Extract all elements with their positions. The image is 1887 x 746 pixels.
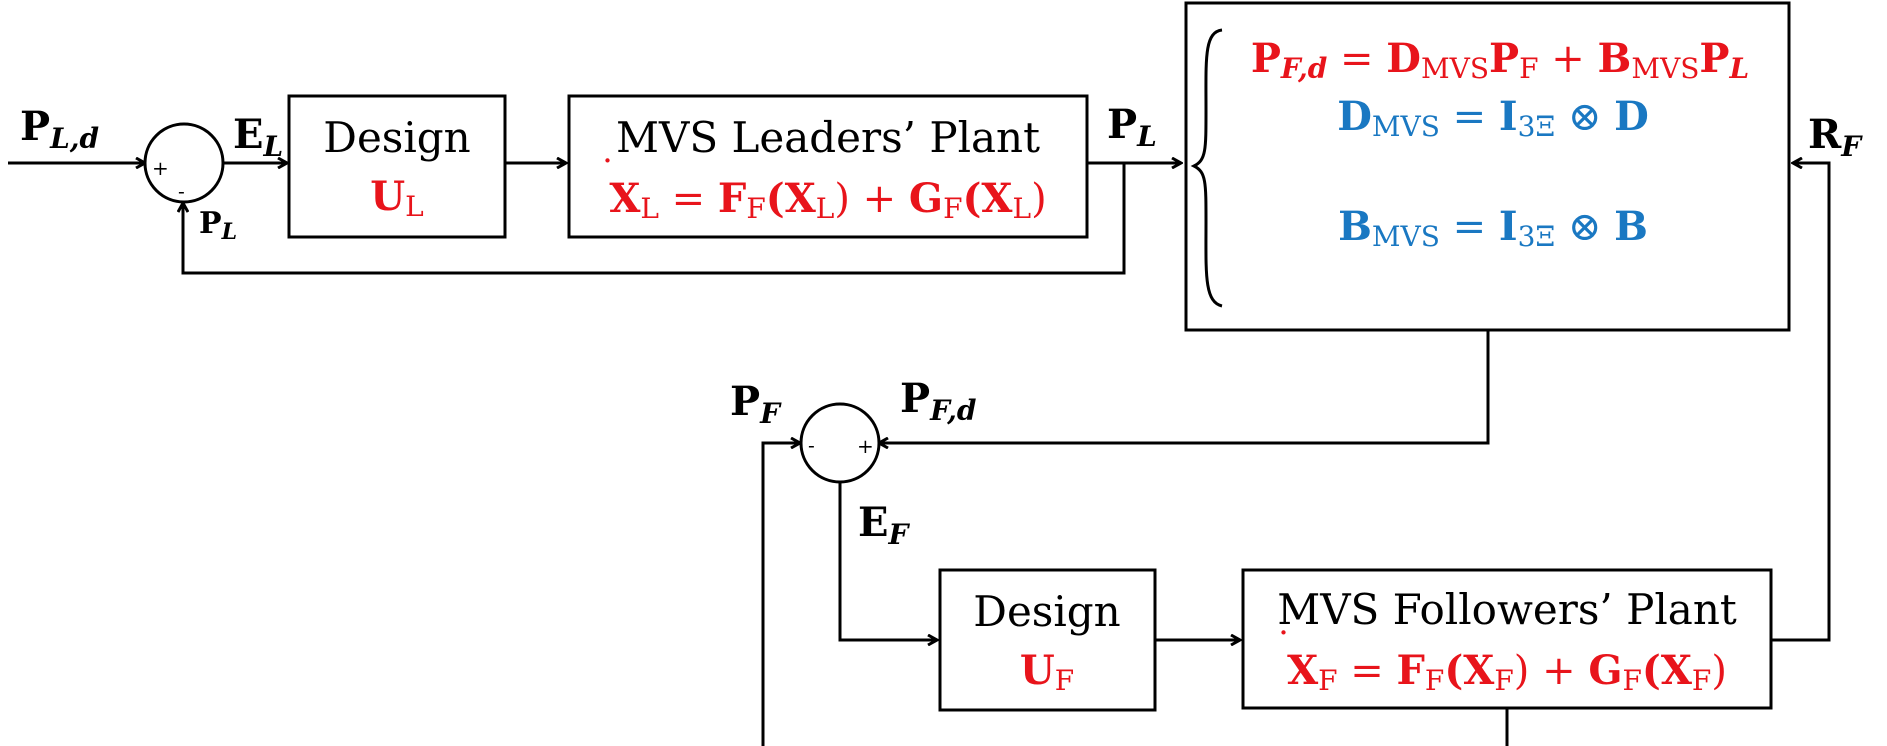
follower-sum-junction xyxy=(799,402,881,484)
leader-design-block xyxy=(287,94,507,239)
leader-sum-junction xyxy=(143,122,225,204)
follower-sum-plus: + xyxy=(857,434,874,458)
follower-feedback-label: PF xyxy=(730,378,782,430)
transform-equation-line-2: DMVS = I3Ξ ⊗ D xyxy=(1337,93,1649,143)
leader-plant-title: MVS Leaders’ Plant xyxy=(616,113,1040,162)
transform-to-follower-sum-wire xyxy=(879,330,1490,443)
follower-output-label: RF xyxy=(1808,111,1863,163)
leader-error-label: EL xyxy=(233,111,283,163)
follower-plant-title: MVS Followers’ Plant xyxy=(1277,585,1737,634)
follower-control-label: UF xyxy=(1020,647,1074,697)
follower-output-wire xyxy=(1771,163,1831,642)
leader-sum-plus: + xyxy=(152,156,169,180)
leader-plant-equation: XL = FF(XL) + GF(XL) xyxy=(609,175,1046,225)
leader-output-label: PL xyxy=(1107,101,1157,153)
transform-equation-line-3: BMVS = I3Ξ ⊗ B xyxy=(1338,203,1648,253)
follower-error-wire xyxy=(838,482,937,640)
leader-state-dot: ˙ xyxy=(600,155,615,190)
leader-ref-label: PL,d xyxy=(20,103,99,155)
leader-sum-minus: - xyxy=(178,179,185,203)
leader-plant-block xyxy=(567,94,1089,239)
follower-plant-equation: XF = FF(XF) + GF(XF) xyxy=(1287,647,1727,697)
follower-state-dot: ˙ xyxy=(1276,627,1291,662)
follower-design-title: Design xyxy=(973,587,1120,636)
leader-feedback-wire xyxy=(183,163,1126,275)
follower-error-label: EF xyxy=(858,499,911,551)
follower-design-block xyxy=(938,568,1157,712)
transform-equation-line-1: PF,d = DMVSPF + BMVSPL xyxy=(1251,35,1749,85)
follower-sum-minus: - xyxy=(808,433,815,457)
follower-ref-label: PF,d xyxy=(900,375,976,427)
leader-design-title: Design xyxy=(323,113,470,162)
transform-brace xyxy=(1190,28,1223,308)
follower-plant-block xyxy=(1241,568,1773,710)
leader-feedback-label: PL xyxy=(199,206,237,245)
follower-feedback-wire xyxy=(761,443,1509,746)
transform-block xyxy=(1184,1,1791,332)
leader-control-label: UL xyxy=(370,173,423,223)
